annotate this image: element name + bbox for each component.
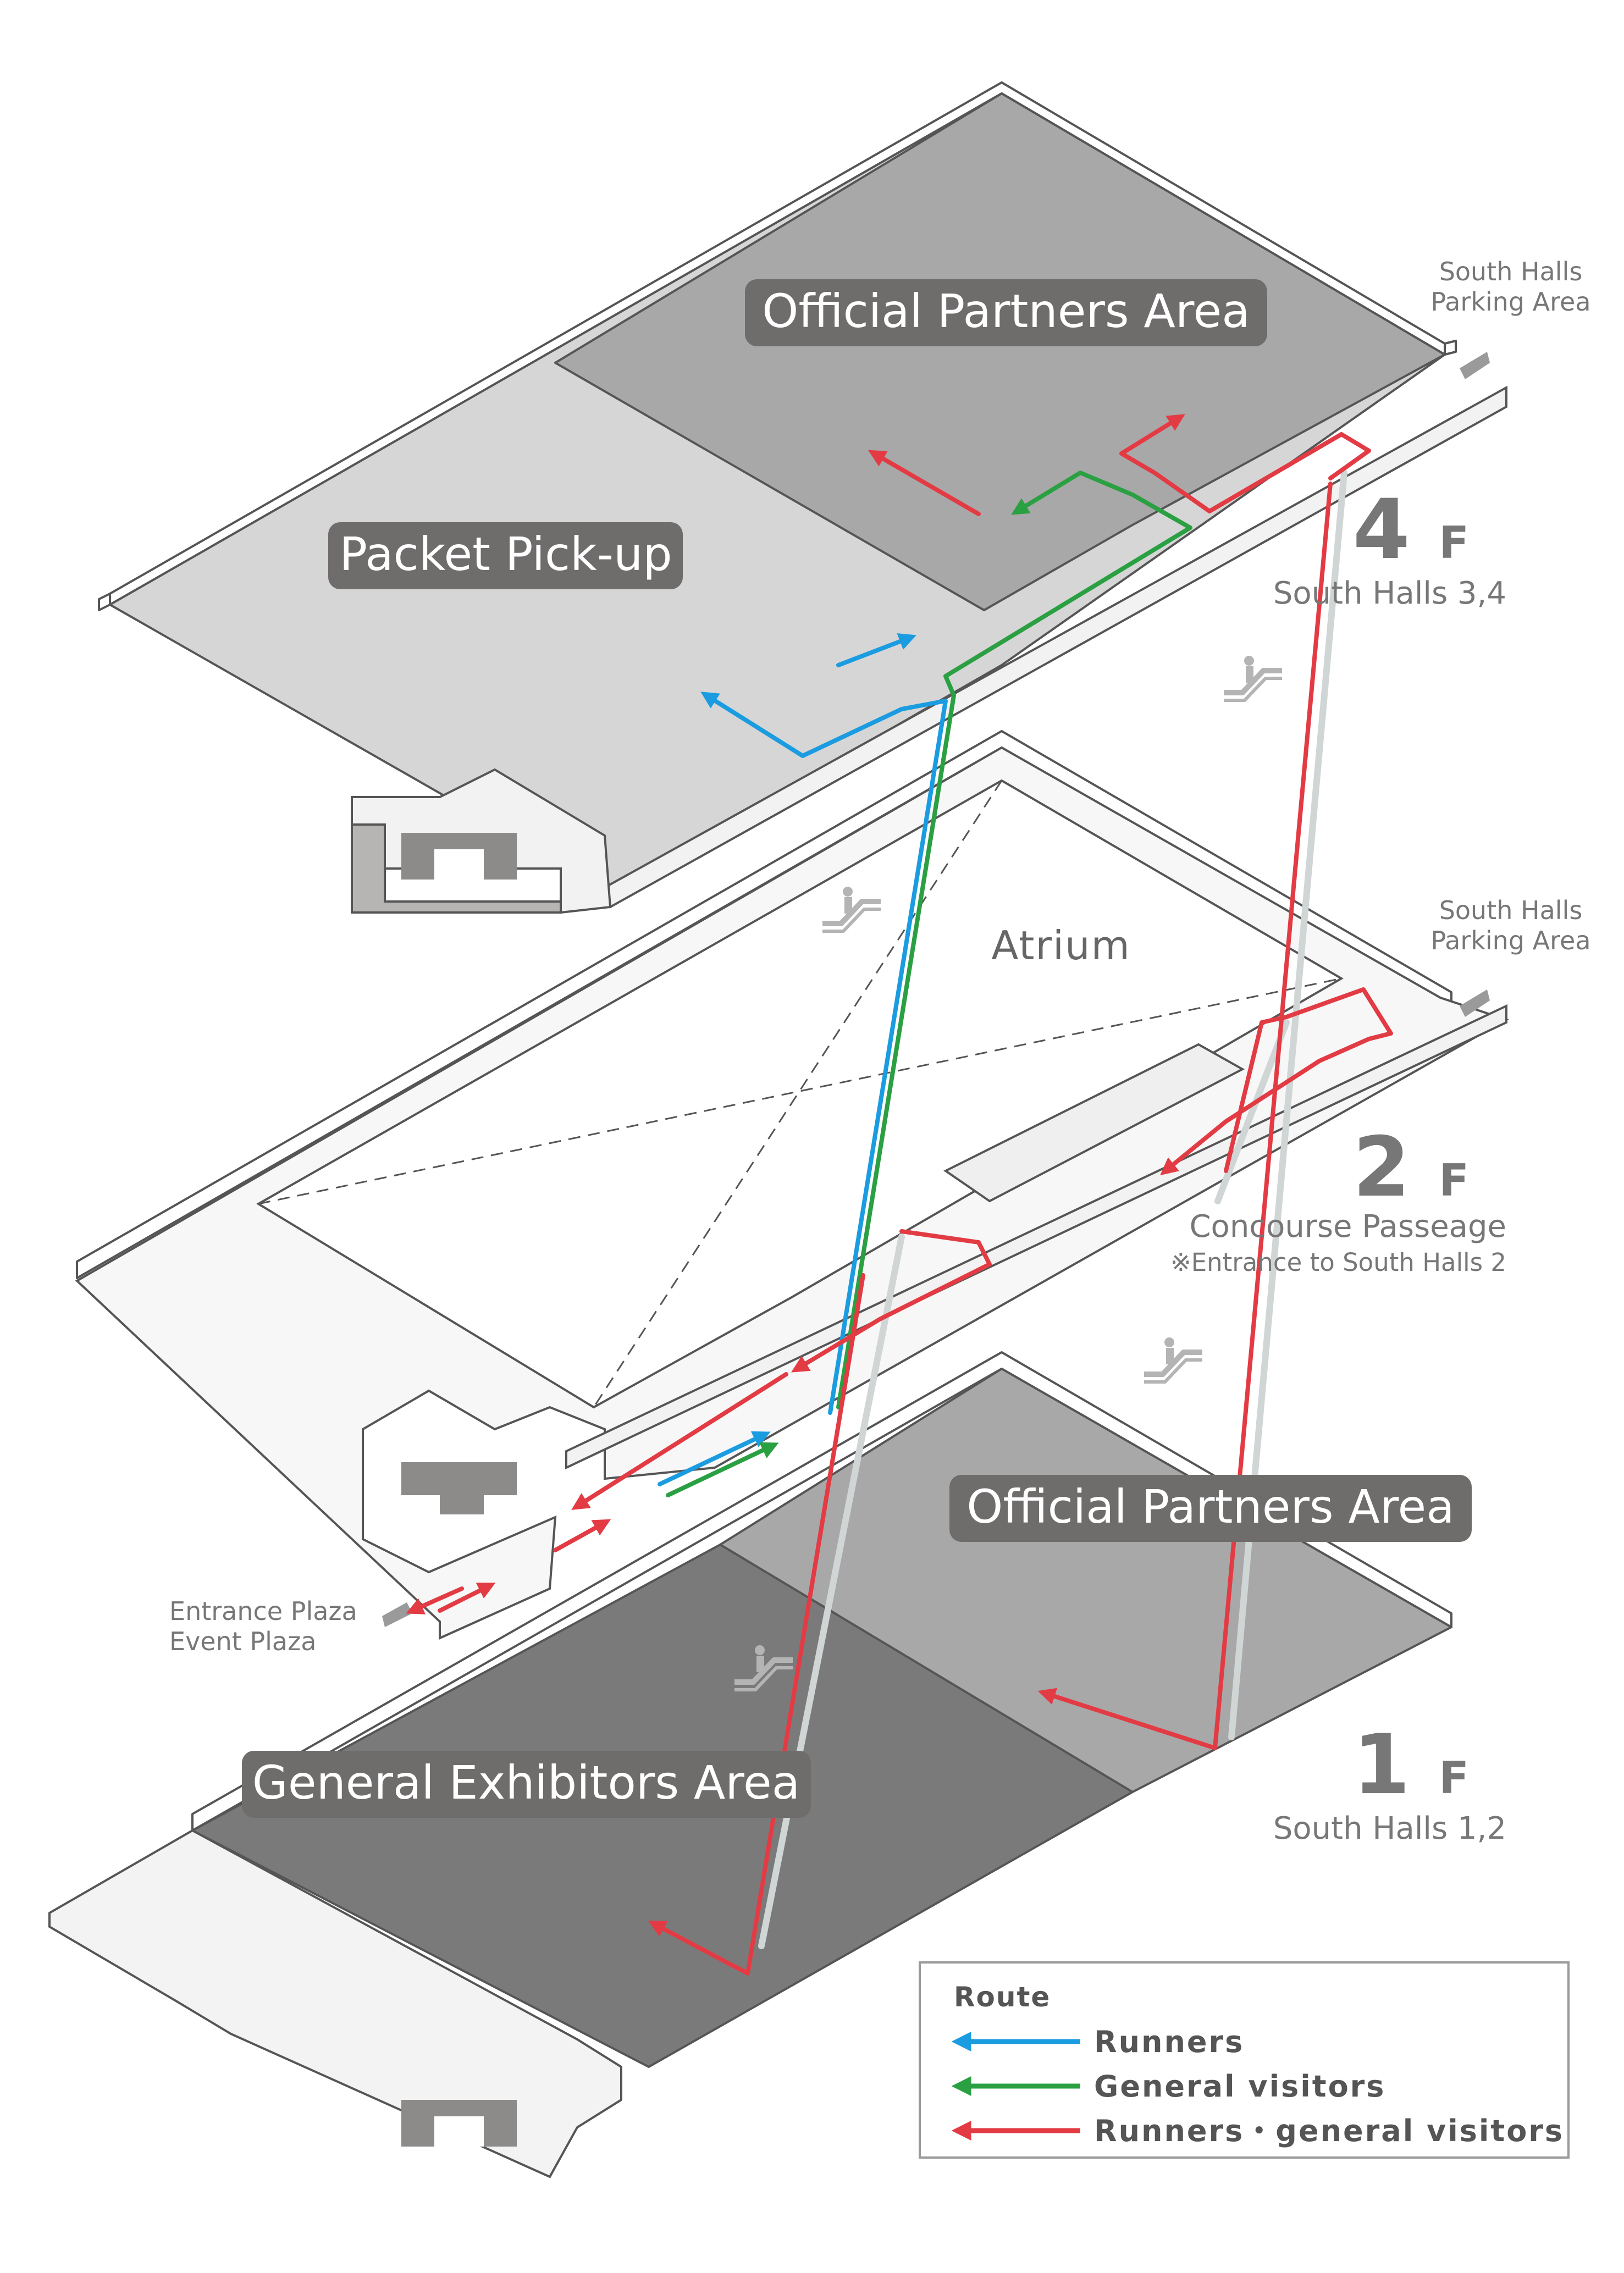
atrium-label: Atrium xyxy=(991,922,1131,969)
entrance-label-line1: Entrance Plaza xyxy=(169,1596,357,1626)
official-partners-area-4f xyxy=(554,92,1446,611)
route-red-2f-east xyxy=(553,1519,611,1552)
label-packet-pickup: Packet Pick-up xyxy=(328,522,683,589)
route-runners-4f xyxy=(836,633,916,667)
routes xyxy=(406,414,1393,1976)
floor-1f-apron xyxy=(48,1829,622,2178)
exit-arrow-icon-4f xyxy=(1460,352,1490,379)
escalator-icon-4f xyxy=(1224,656,1282,700)
floor-2f-number: 2 xyxy=(1353,1120,1410,1215)
exit-arrow-icon-entrance xyxy=(382,1602,412,1627)
route-red-entrance-out xyxy=(406,1586,464,1614)
exit-arrow-icon-2f xyxy=(1460,989,1490,1017)
label-official-partners-4f: Official Partners Area xyxy=(745,279,1267,346)
floor-2f-note: ※Entrance to South Halls 2 xyxy=(1170,1248,1506,1277)
route-red-4f-1f-long xyxy=(1037,482,1333,1750)
planter-2f xyxy=(943,1043,1245,1203)
floor-4f xyxy=(98,81,1507,914)
route-red-1f-long xyxy=(648,1273,865,1976)
parking-label-2f-line2: Parking Area xyxy=(1430,926,1590,955)
floor-1f-number: 1 xyxy=(1353,1717,1410,1813)
label-official-partners-1f: Official Partners Area xyxy=(949,1475,1472,1542)
lobby-4f-shade xyxy=(351,823,562,914)
floor-1f-name: South Halls 1,2 xyxy=(1273,1811,1506,1846)
route-red-4f-loop xyxy=(1119,414,1371,513)
floor-4f-number: 4 xyxy=(1353,482,1410,578)
parking-label-2f-line1: South Halls xyxy=(1439,895,1583,925)
route-red-2f-stub xyxy=(791,1229,992,1373)
floor-4f-suffix: F xyxy=(1439,517,1469,568)
route-red-2f-loop xyxy=(1160,987,1393,1176)
counter-1f-inner xyxy=(434,2116,484,2147)
parking-label-4f-line1: South Halls xyxy=(1439,257,1583,286)
route-red-4f xyxy=(868,450,981,516)
floor-2f-name: Concourse Passeage xyxy=(1189,1209,1506,1245)
route-red-entrance-in xyxy=(438,1583,496,1613)
label-general-exhibitors: General Exhibitors Area xyxy=(242,1751,811,1818)
atrium-void xyxy=(256,779,1344,1409)
parking-label-4f-line2: Parking Area xyxy=(1430,287,1590,317)
svg-text:Official Partners Area: Official Partners Area xyxy=(762,284,1250,338)
legend-label-both: Runners・general visitors xyxy=(1094,2114,1564,2148)
atrium-diagonal-a xyxy=(258,977,1342,1205)
floor-4f-name: South Halls 3,4 xyxy=(1273,576,1506,611)
legend: Route Runners General visitors Runners・g… xyxy=(919,1961,1570,2159)
counter-4f-inner xyxy=(434,849,484,880)
route-runners-2f xyxy=(658,1431,771,1486)
floor-1f-suffix: F xyxy=(1439,1752,1469,1804)
svg-text:Official Partners Area: Official Partners Area xyxy=(966,1480,1454,1534)
svg-text:Packet Pick-up: Packet Pick-up xyxy=(339,527,672,581)
atrium-diagonal-b xyxy=(593,780,1003,1408)
legend-label-general: General visitors xyxy=(1094,2069,1385,2104)
entrance-label-line2: Event Plaza xyxy=(169,1627,316,1656)
route-general-4f xyxy=(836,471,1192,1409)
counter-2f-leg xyxy=(440,1484,484,1514)
escalator-icon-2f-b xyxy=(1144,1337,1202,1382)
legend-title: Route xyxy=(954,1981,1051,2013)
route-general-2f xyxy=(666,1442,779,1497)
floor-2f-suffix: F xyxy=(1439,1155,1469,1206)
legend-box xyxy=(919,1961,1570,2159)
route-runners-4f-main xyxy=(700,692,948,1415)
svg-text:General Exhibitors Area: General Exhibitors Area xyxy=(252,1756,800,1810)
route-red-2f-west xyxy=(571,1372,788,1510)
legend-label-runners: Runners xyxy=(1094,2025,1244,2059)
